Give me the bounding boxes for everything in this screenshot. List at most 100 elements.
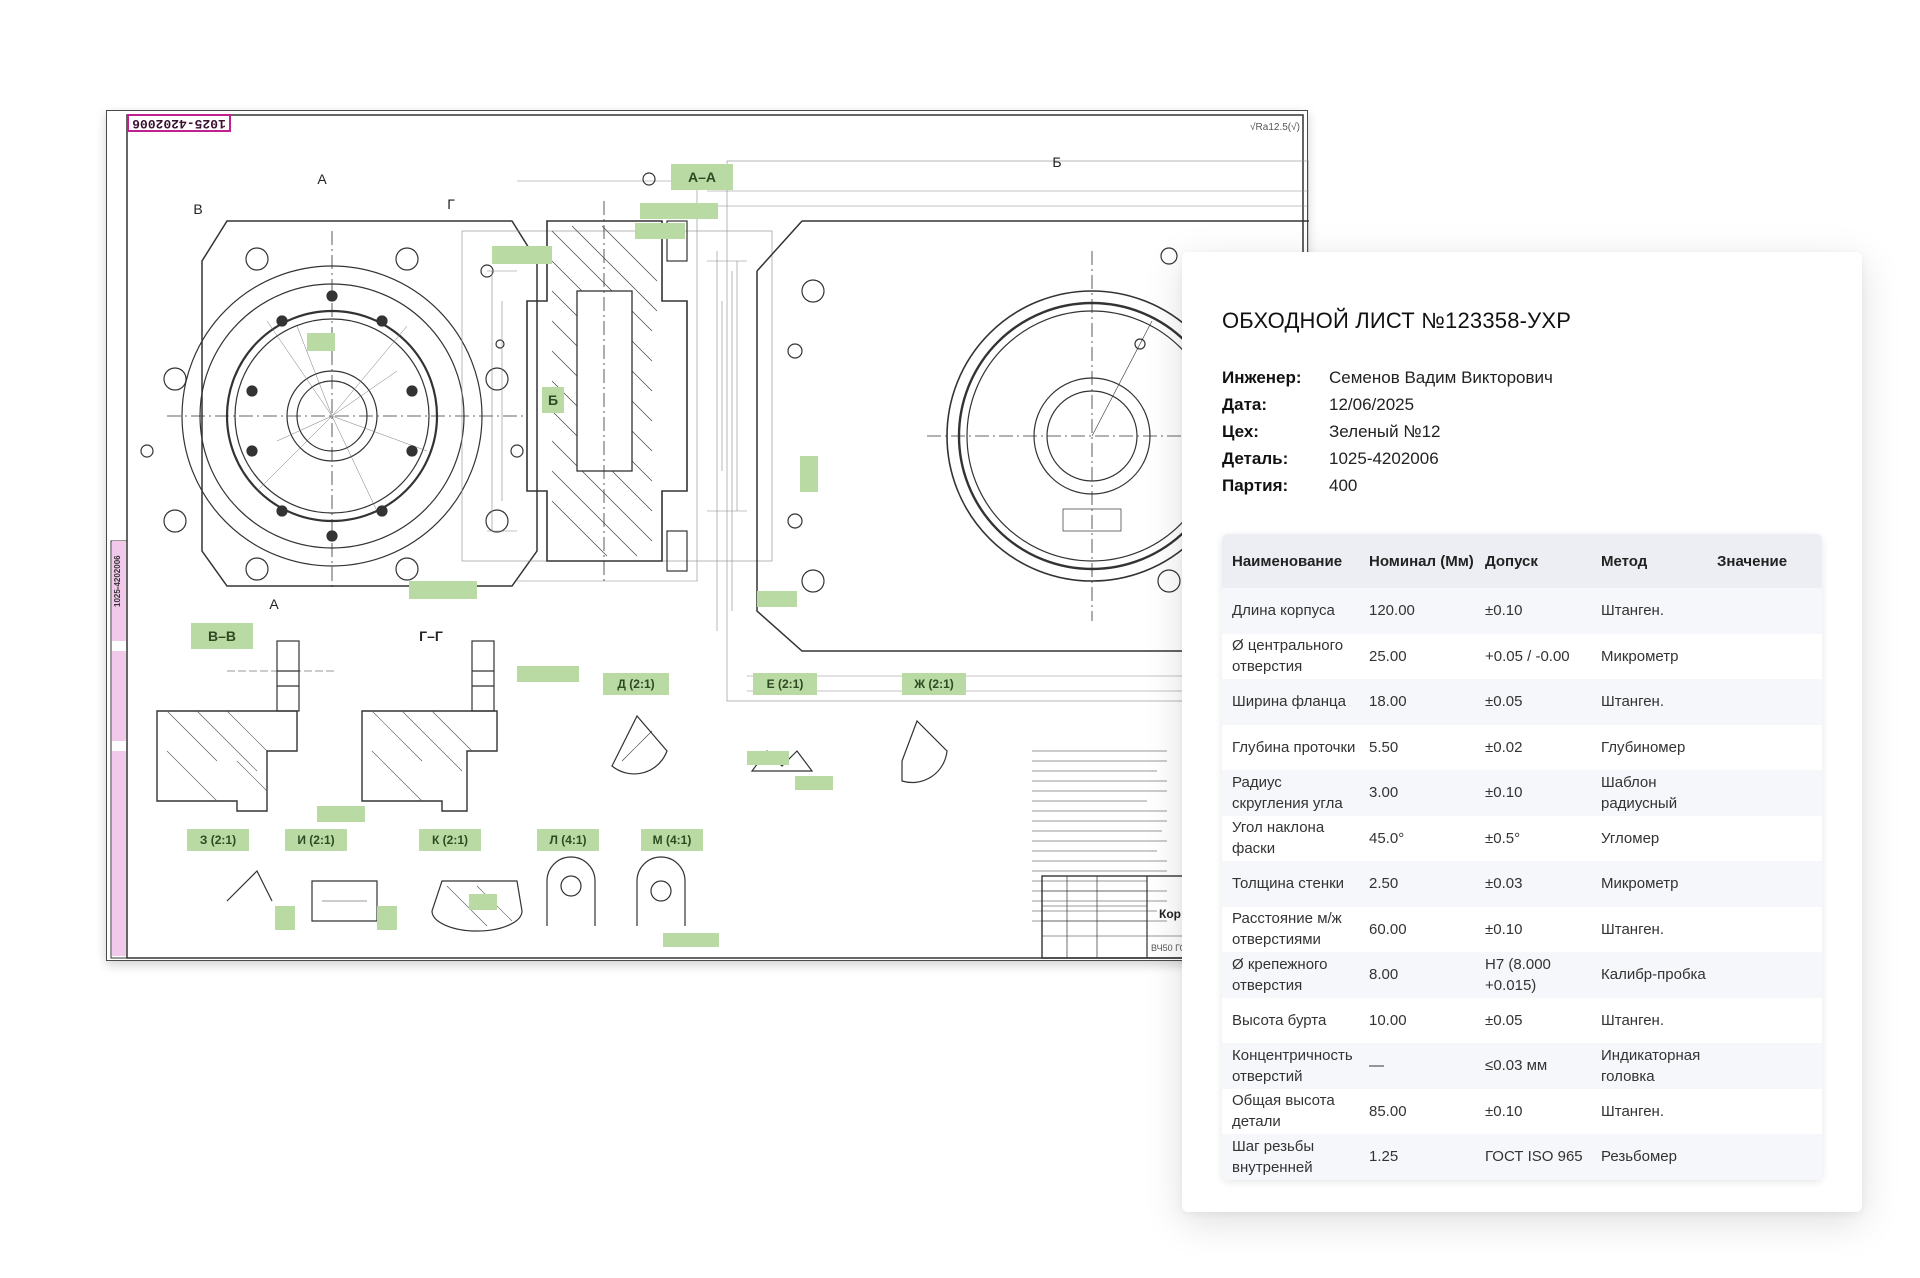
detail-label-z: З (2:1): [187, 829, 249, 851]
table-row: Ø крепежного отверстия 8.00 H7 (8.000 +0…: [1222, 952, 1822, 998]
section-mark-a-top: А: [317, 171, 327, 187]
cell-name: Ø крепежного отверстия: [1232, 955, 1328, 994]
section-mark-g: Г: [447, 196, 455, 212]
dimension-highlight: [469, 894, 497, 910]
cell-nominal: 18.00: [1369, 693, 1407, 711]
cell-nominal: 120.00: [1369, 602, 1415, 620]
column-header-value: Значение: [1717, 552, 1788, 570]
section-label-gg: Г–Г: [419, 628, 443, 644]
cell-nominal: 8.00: [1369, 966, 1399, 984]
column-header-name: Наименование: [1232, 552, 1343, 570]
dimension-highlight: [795, 776, 833, 790]
table-row: Угол наклона фаски 45.0° ±0.5° Угломер: [1222, 815, 1822, 861]
dimension-highlight: [317, 806, 365, 822]
info-value: Зеленый №12: [1329, 421, 1441, 441]
cell-name: Ø центрального отверстия: [1232, 637, 1344, 676]
cell-tolerance: ±0.03: [1485, 875, 1523, 893]
view-mark-b: Б: [542, 387, 564, 413]
cell-tolerance: ≤0.03 мм: [1485, 1057, 1548, 1075]
info-label: Дата:: [1222, 394, 1268, 414]
cell-name: Глубина проточки: [1232, 738, 1356, 756]
table-row: Шаг резьбы внутренней 1.25 ГОСТ ISO 965 …: [1222, 1134, 1822, 1180]
table-row: Концентричность отверстий — ≤0.03 мм Инд…: [1222, 1043, 1822, 1089]
cell-tolerance: ±0.02: [1485, 738, 1523, 756]
cell-nominal: 60.00: [1369, 920, 1407, 938]
cell-nominal: 45.0°: [1369, 829, 1405, 847]
dimension-highlight: [275, 906, 295, 930]
dimension-highlight: [409, 581, 477, 599]
cell-name: Концентричность отверстий: [1232, 1046, 1353, 1085]
cell-name: Расстояние м/ж отверстиями: [1232, 910, 1342, 949]
cell-nominal: 85.00: [1369, 1102, 1407, 1120]
cell-method: Штанген.: [1601, 693, 1665, 711]
cell-nominal: 1.25: [1369, 1148, 1399, 1166]
cell-nominal: 5.50: [1369, 738, 1399, 756]
cell-name: Длина корпуса: [1232, 602, 1335, 620]
section-label-aa: А–А: [671, 164, 733, 190]
info-value: 1025-4202006: [1329, 448, 1439, 468]
dimension-highlight: [492, 246, 552, 264]
cell-nominal: 2.50: [1369, 875, 1399, 893]
dimension-highlight: [757, 591, 797, 607]
cell-name: Угол наклона фаски: [1232, 819, 1325, 858]
cell-tolerance: ±0.10: [1485, 1102, 1523, 1120]
cell-tolerance: ±0.10: [1485, 920, 1523, 938]
dimension-highlight: [800, 456, 818, 492]
cell-method: Калибр-пробка: [1601, 966, 1706, 984]
detail-label-m: М (4:1): [641, 829, 703, 851]
title-block-name: Кор: [1159, 907, 1181, 921]
column-header-method: Метод: [1601, 552, 1648, 570]
detail-label-d: Д (2:1): [603, 673, 669, 695]
cell-tolerance: ГОСТ ISO 965: [1485, 1148, 1583, 1166]
detail-label-zh: Ж (2:1): [902, 673, 966, 695]
cell-method: Штанген.: [1601, 602, 1665, 620]
detail-label-k: К (2:1): [419, 829, 481, 851]
cell-name: Радиус скругления угла: [1232, 773, 1343, 812]
table-row: Расстояние м/ж отверстиями 60.00 ±0.10 Ш…: [1222, 906, 1822, 952]
section-mark-a-bottom: А: [269, 596, 279, 612]
cell-tolerance: ±0.10: [1485, 784, 1523, 802]
section-mark-v: В: [193, 201, 203, 217]
inspection-info: Инженер: Семенов Вадим Викторович Дата: …: [1222, 364, 1553, 499]
cell-method: Индикаторная головка: [1601, 1046, 1701, 1085]
table-body: Длина корпуса 120.00 ±0.10 Штанген. Ø це…: [1222, 588, 1822, 1180]
info-row-engineer: Инженер: Семенов Вадим Викторович: [1222, 364, 1553, 391]
info-row-batch: Партия: 400: [1222, 472, 1553, 499]
info-label: Инженер:: [1222, 367, 1302, 387]
cell-name: Высота бурта: [1232, 1011, 1327, 1029]
info-label: Партия:: [1222, 475, 1289, 495]
cell-method: Штанген.: [1601, 920, 1665, 938]
table-row: Длина корпуса 120.00 ±0.10 Штанген.: [1222, 588, 1822, 634]
info-row-part: Деталь: 1025-4202006: [1222, 445, 1553, 472]
cell-method: Штанген.: [1601, 1011, 1665, 1029]
info-value: Семенов Вадим Викторович: [1329, 367, 1553, 387]
cell-name: Общая высота детали: [1232, 1092, 1335, 1131]
cell-method: Глубиномер: [1601, 738, 1686, 756]
margin-drawing-number: 1025-4202006: [113, 555, 122, 607]
table-row: Радиус скругления угла 3.00 ±0.10 Шаблон…: [1222, 770, 1822, 816]
table-row: Толщина стенки 2.50 ±0.03 Микрометр: [1222, 861, 1822, 907]
cell-name: Шаг резьбы внутренней: [1232, 1137, 1315, 1176]
dimension-highlight: [640, 203, 718, 219]
cell-method: Шаблон радиусный: [1601, 773, 1678, 812]
table-header: Наименование Номинал (Мм) Допуск Метод З…: [1222, 534, 1822, 588]
title-block-material: ВЧ50 ГОС: [1151, 943, 1193, 953]
measurements-table: Наименование Номинал (Мм) Допуск Метод З…: [1222, 534, 1822, 1180]
dimension-highlight: [663, 933, 719, 947]
cell-method: Микрометр: [1601, 875, 1679, 893]
info-value: 400: [1329, 475, 1358, 495]
cell-method: Микрометр: [1601, 647, 1679, 665]
cell-nominal: —: [1369, 1057, 1384, 1075]
cell-tolerance: ±0.10: [1485, 602, 1523, 620]
cell-nominal: 3.00: [1369, 784, 1399, 802]
cell-tolerance: +0.05 / -0.00: [1485, 647, 1570, 665]
info-label: Цех:: [1222, 421, 1259, 441]
detail-label-l: Л (4:1): [537, 829, 599, 851]
dimension-highlight: [635, 223, 685, 239]
info-row-date: Дата: 12/06/2025: [1222, 391, 1553, 418]
section-label-vv: В–В: [191, 623, 253, 649]
cell-name: Ширина фланца: [1232, 693, 1346, 711]
detail-label-i: И (2:1): [285, 829, 347, 851]
detail-label-e: Е (2:1): [753, 673, 817, 695]
cell-tolerance: H7 (8.000 +0.015): [1485, 955, 1551, 994]
